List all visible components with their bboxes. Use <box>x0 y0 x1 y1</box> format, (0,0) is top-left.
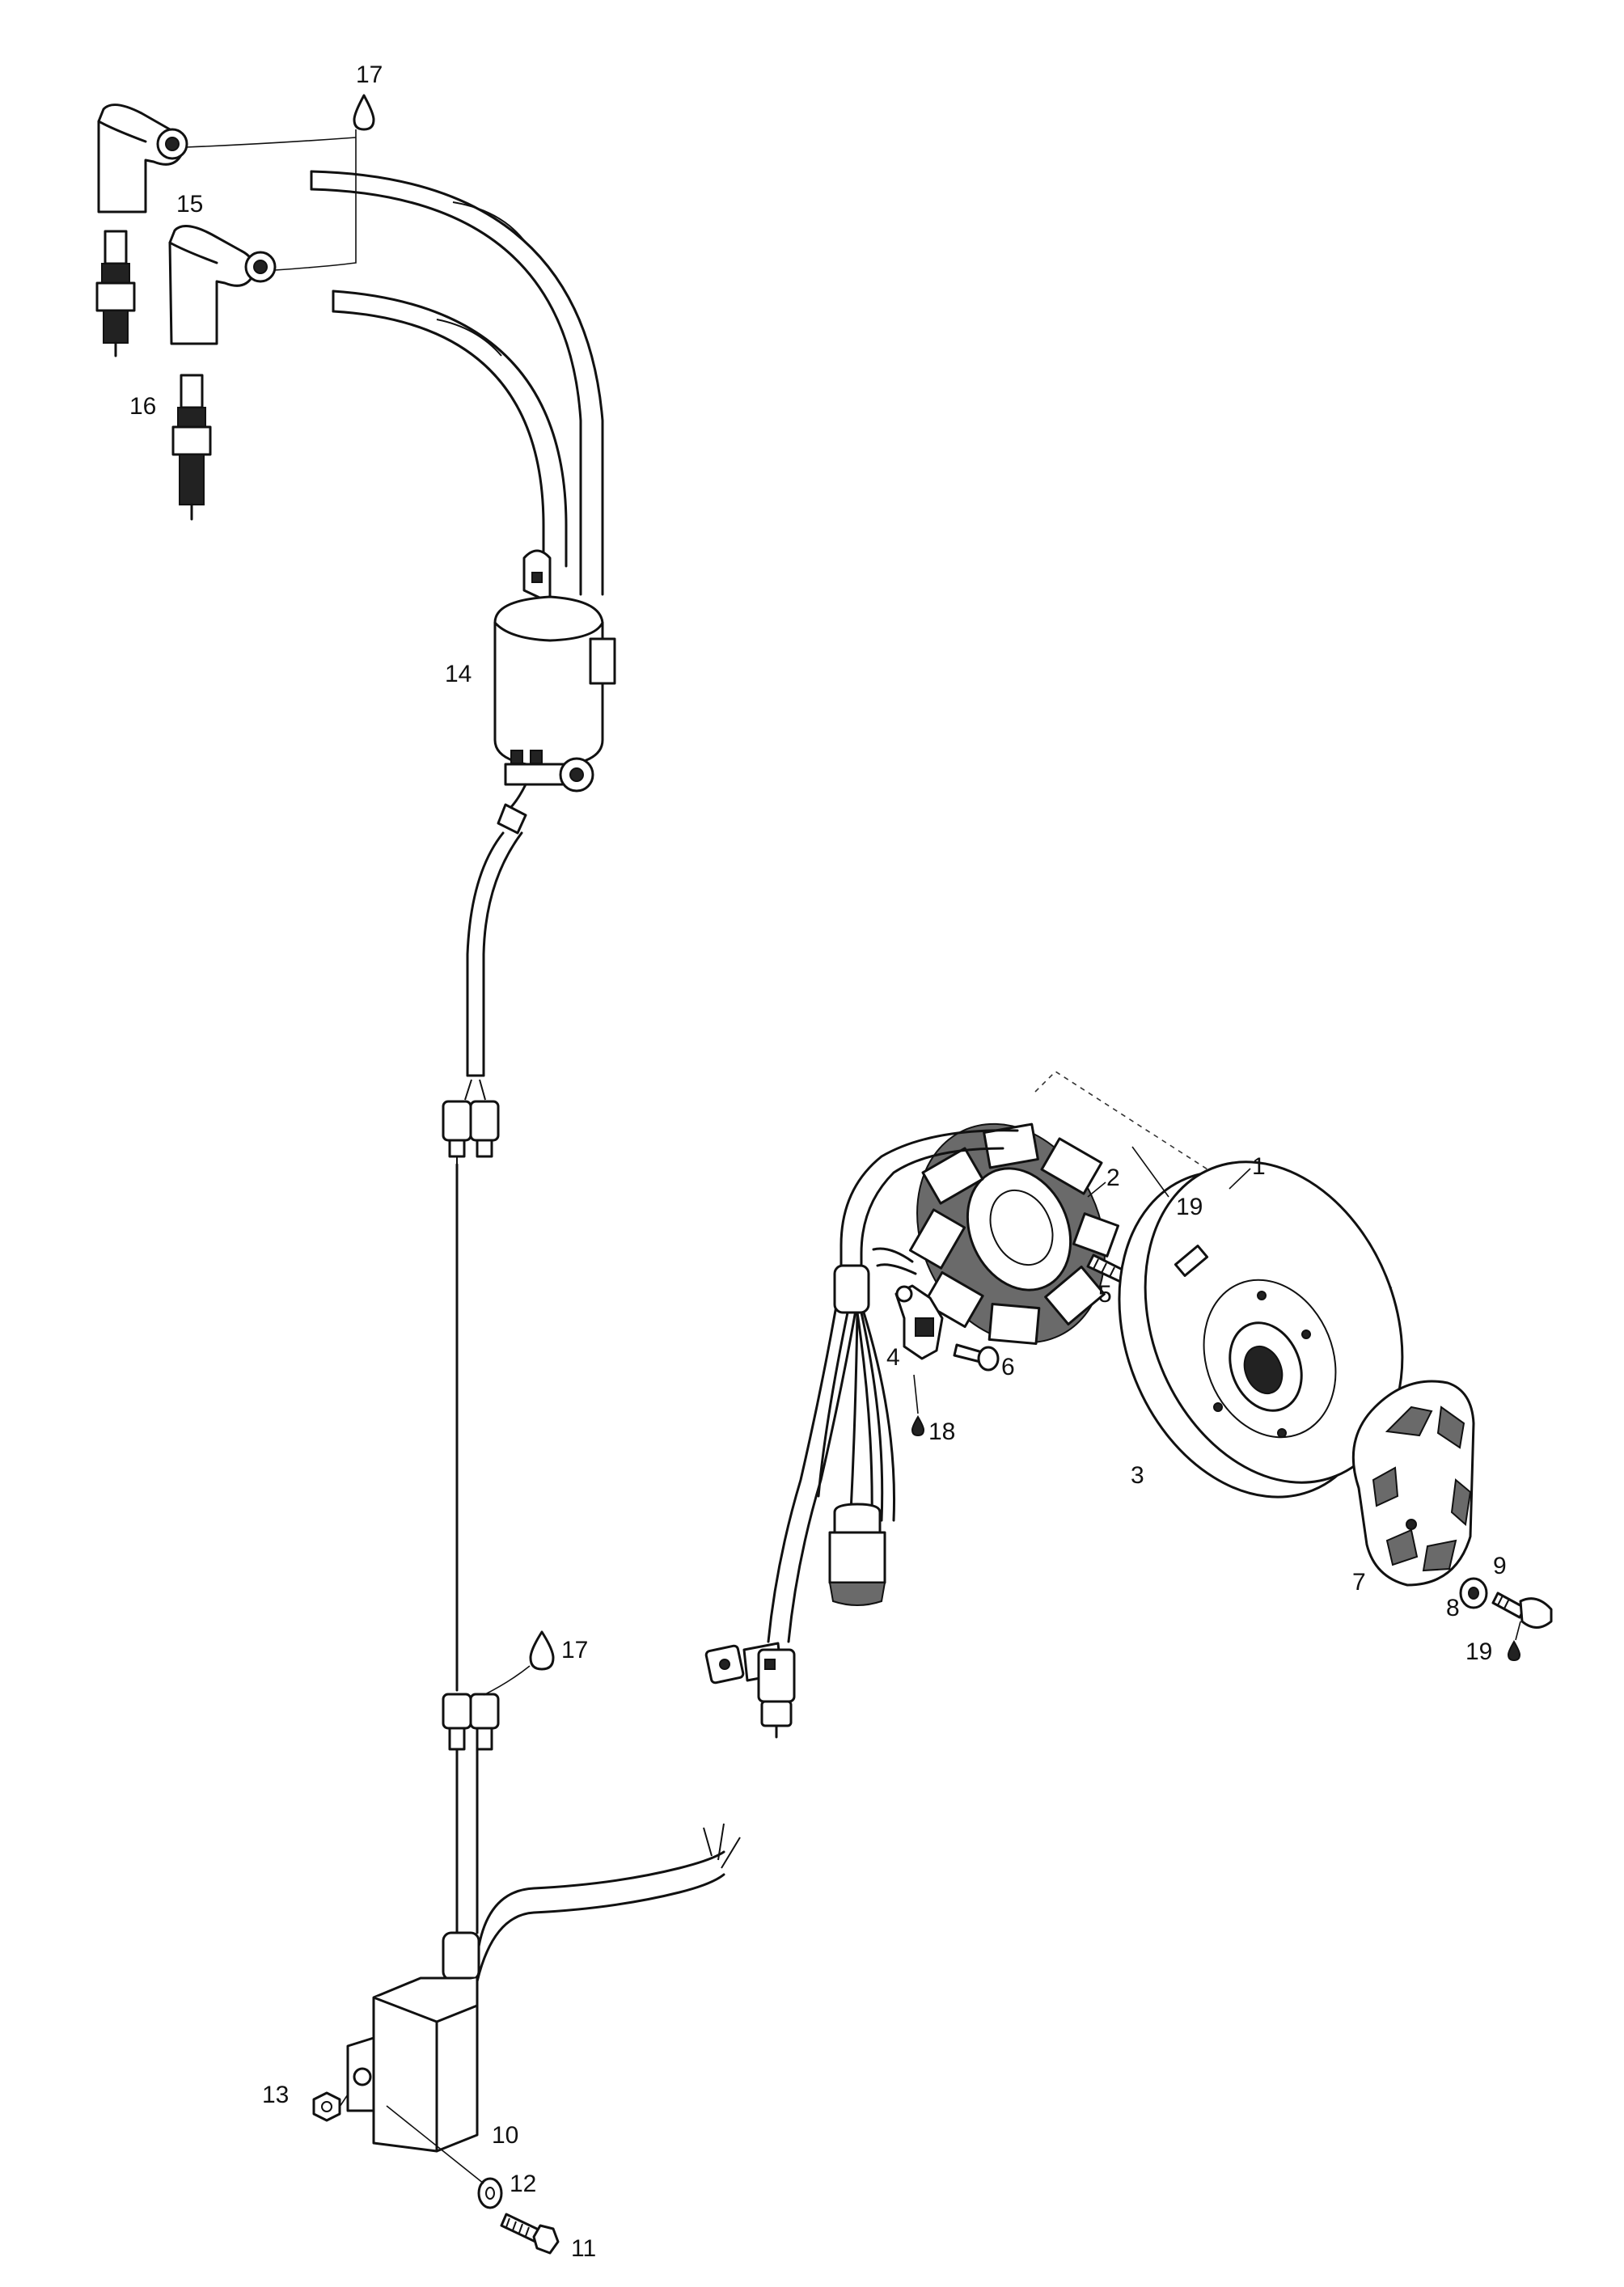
label-7: 7 <box>1352 1569 1366 1596</box>
screw <box>953 1343 1000 1372</box>
leader-19-upper <box>1131 1146 1169 1198</box>
spark-plug-cap-upper <box>97 104 188 213</box>
stator <box>908 1122 1120 1345</box>
label-11: 11 <box>571 2235 596 2262</box>
label-5: 5 <box>1098 1281 1112 1308</box>
label-9: 9 <box>1493 1553 1507 1579</box>
cdi-leads <box>455 1748 741 1983</box>
label-12: 12 <box>510 2171 536 2197</box>
liquid-drop-icon <box>1507 1621 1521 1662</box>
liquid-drop-icon <box>353 94 375 131</box>
harness-connector-middle <box>757 1648 796 1739</box>
label-13: 13 <box>262 2082 289 2108</box>
bolt <box>500 2213 560 2255</box>
stator-wire-harness <box>767 1129 1019 1643</box>
label-14: 14 <box>445 661 472 687</box>
label-17-upper: 17 <box>356 61 383 88</box>
label-1: 1 <box>1252 1153 1266 1180</box>
liquid-drop-icon <box>911 1374 925 1437</box>
coil-lower-wire <box>464 783 527 1101</box>
bullet-connector-upper <box>442 1100 500 1165</box>
flywheel <box>1118 1160 1404 1499</box>
nut <box>312 2091 349 2122</box>
bullet-connector-lower <box>442 1665 531 1751</box>
assembly-bracket <box>1034 1070 1393 1303</box>
leader-1 <box>1229 1168 1251 1190</box>
pickup-coil <box>894 1284 944 1360</box>
label-15: 15 <box>176 191 203 218</box>
ignition-coil <box>493 549 616 793</box>
label-2: 2 <box>1106 1165 1120 1191</box>
label-17-lower: 17 <box>561 1637 588 1663</box>
label-8: 8 <box>1446 1595 1460 1621</box>
label-19-lower: 19 <box>1465 1638 1492 1665</box>
spark-plug-upper <box>95 230 136 357</box>
liquid-drop-icon <box>529 1630 555 1671</box>
label-10: 10 <box>492 2122 518 2149</box>
harness-connector-right <box>828 1503 886 1606</box>
spark-plug-cap-lower <box>168 225 277 345</box>
high-tension-leads <box>310 170 604 596</box>
label-4: 4 <box>886 1344 900 1371</box>
label-18: 18 <box>928 1418 955 1445</box>
label-6: 6 <box>1001 1354 1015 1380</box>
label-16: 16 <box>129 393 156 420</box>
label-19-upper: 19 <box>1176 1194 1203 1220</box>
leader-17-upper <box>185 129 357 271</box>
cover-washer <box>1459 1577 1488 1609</box>
leader-2 <box>1087 1182 1106 1198</box>
cover-bolt <box>1491 1592 1553 1629</box>
label-3: 3 <box>1131 1462 1144 1489</box>
rotor-cover <box>1351 1380 1475 1587</box>
cdi-unit <box>346 1931 480 2153</box>
washer <box>386 2105 503 2209</box>
spark-plug-lower <box>171 374 212 521</box>
